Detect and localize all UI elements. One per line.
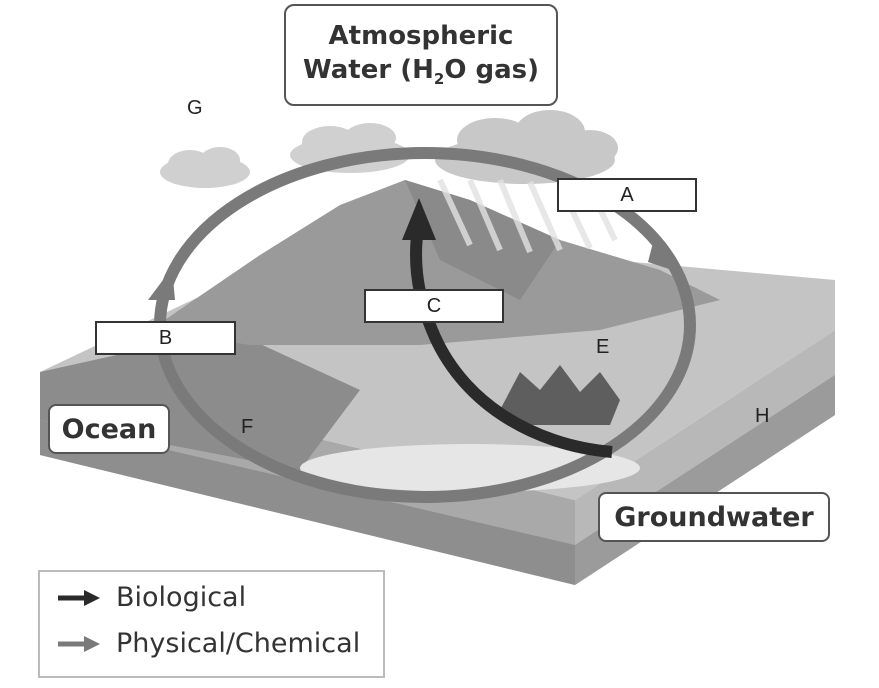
biological-arrow-icon xyxy=(58,589,100,606)
arrowhead-b xyxy=(148,268,175,300)
letter-g: G xyxy=(187,97,203,119)
physical-arrow-icon xyxy=(58,635,100,652)
letter-f: F xyxy=(241,416,254,438)
biological-arrow xyxy=(402,198,613,458)
cloud-right xyxy=(435,110,618,184)
arrowhead-c xyxy=(402,198,436,240)
title-line-2: Water (H2O gas) xyxy=(303,55,539,89)
legend-physical: Physical/Chemical xyxy=(56,628,360,659)
forest xyxy=(500,365,620,425)
letter-e: E xyxy=(596,336,610,358)
legend-biological-label: Biological xyxy=(116,582,247,613)
mountain xyxy=(150,180,720,345)
blank-box-a[interactable]: A xyxy=(557,178,697,212)
mountain-shade xyxy=(405,180,560,300)
legend: Biological Physical/Chemical xyxy=(38,570,385,678)
ocean-label: Ocean xyxy=(48,404,170,454)
atmospheric-water-label: Atmospheric Water (H2O gas) xyxy=(284,4,558,106)
legend-biological: Biological xyxy=(56,582,246,613)
letter-h: H xyxy=(755,405,770,427)
block-front-strata xyxy=(40,420,575,585)
title-line-1: Atmospheric xyxy=(328,21,514,51)
blank-box-c[interactable]: C xyxy=(364,289,504,323)
arrowhead-a xyxy=(648,235,678,272)
blank-box-b[interactable]: B xyxy=(95,321,236,355)
legend-physical-label: Physical/Chemical xyxy=(116,628,361,659)
cloud-left xyxy=(160,147,250,188)
groundwater-label: Groundwater xyxy=(598,492,830,542)
